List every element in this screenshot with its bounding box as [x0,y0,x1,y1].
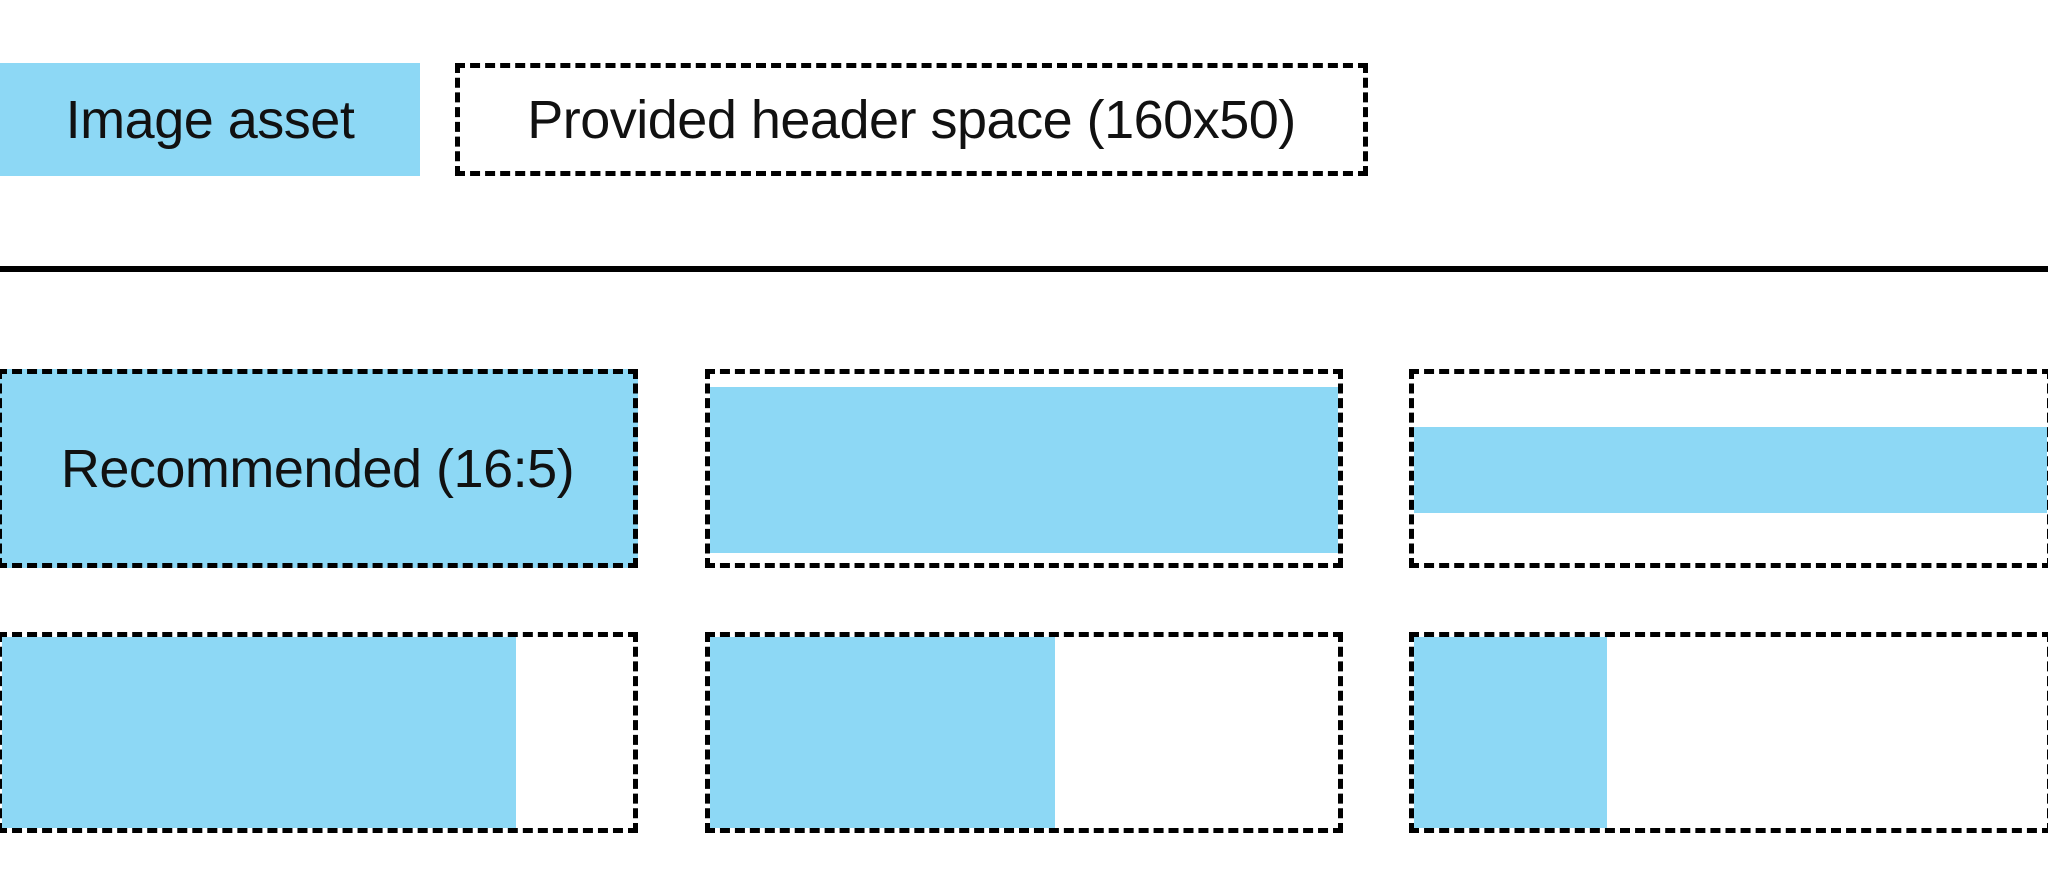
example-much-wider-banner [1409,369,2048,568]
legend-image-asset-swatch: Image asset [0,63,420,176]
example-narrower-large [0,632,638,833]
legend-provided-header-space-label: Provided header space (160x50) [527,89,1296,150]
example-near-square [1409,632,2048,833]
image-asset-fill [1414,637,1608,828]
example-wider-than-16-5 [705,369,1343,568]
section-divider [0,266,2048,272]
image-asset-fill [1414,427,2047,513]
example-narrower-medium [705,632,1343,833]
recommended-label: Recommended (16:5) [60,438,575,499]
example-recommended-16-5: Recommended (16:5) [0,369,638,568]
image-asset-fill [2,637,517,828]
image-asset-fill [710,387,1338,553]
image-asset-fill [710,637,1056,828]
legend-image-asset-label: Image asset [65,89,355,150]
legend-provided-header-space-box: Provided header space (160x50) [455,63,1368,176]
